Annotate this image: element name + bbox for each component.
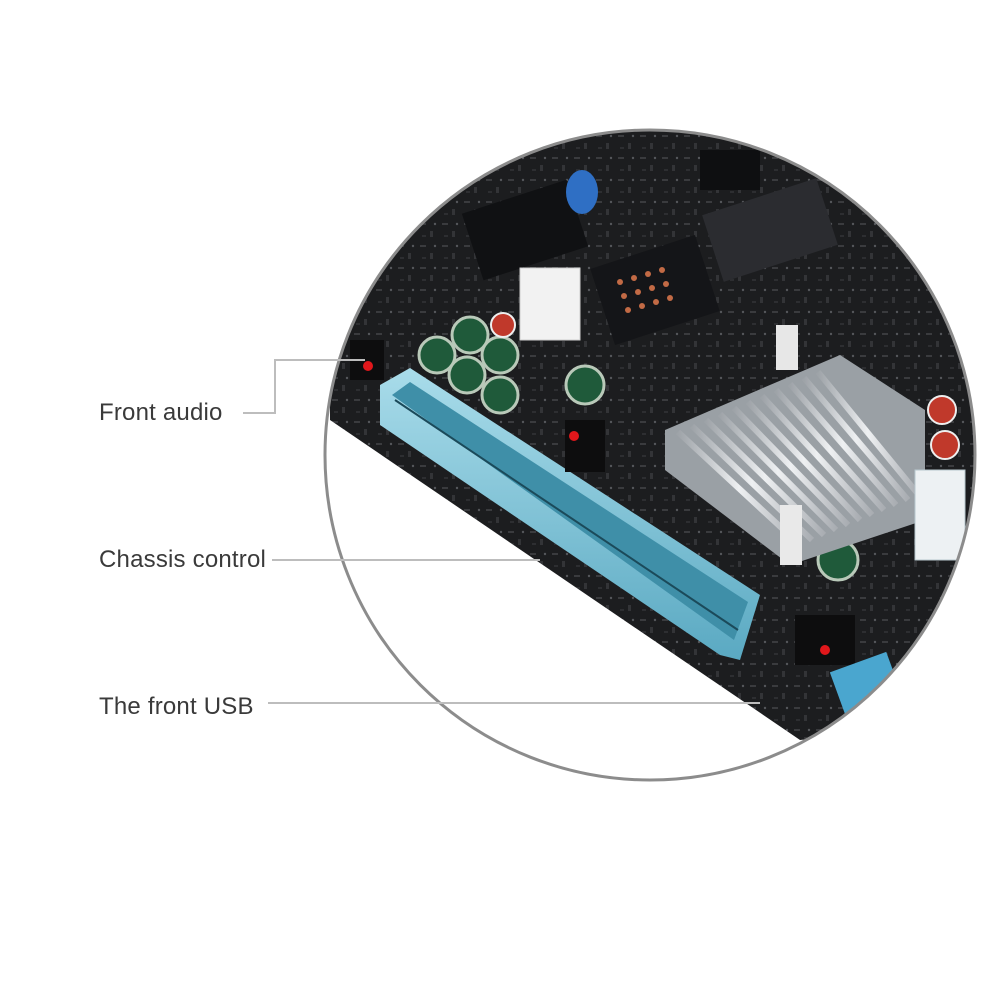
- board-content: [325, 130, 975, 780]
- chip: [461, 179, 589, 281]
- pcie-slot: [380, 368, 760, 660]
- front-usb-label: The front USB: [99, 693, 254, 720]
- white-connector: [519, 267, 581, 341]
- chip: [702, 178, 838, 282]
- pad-grid: [617, 267, 673, 313]
- front-audio-leader: [243, 359, 365, 414]
- pin-headers: [350, 340, 855, 665]
- chip: [700, 150, 760, 190]
- front-audio-label: Front audio: [99, 399, 223, 426]
- chassis-control-label: Chassis control: [99, 546, 267, 573]
- chip: [590, 234, 720, 346]
- side-connector: [914, 469, 966, 561]
- heatsink: [665, 325, 925, 565]
- magnifier-ring: [323, 128, 977, 782]
- blue-capacitor: [566, 170, 598, 214]
